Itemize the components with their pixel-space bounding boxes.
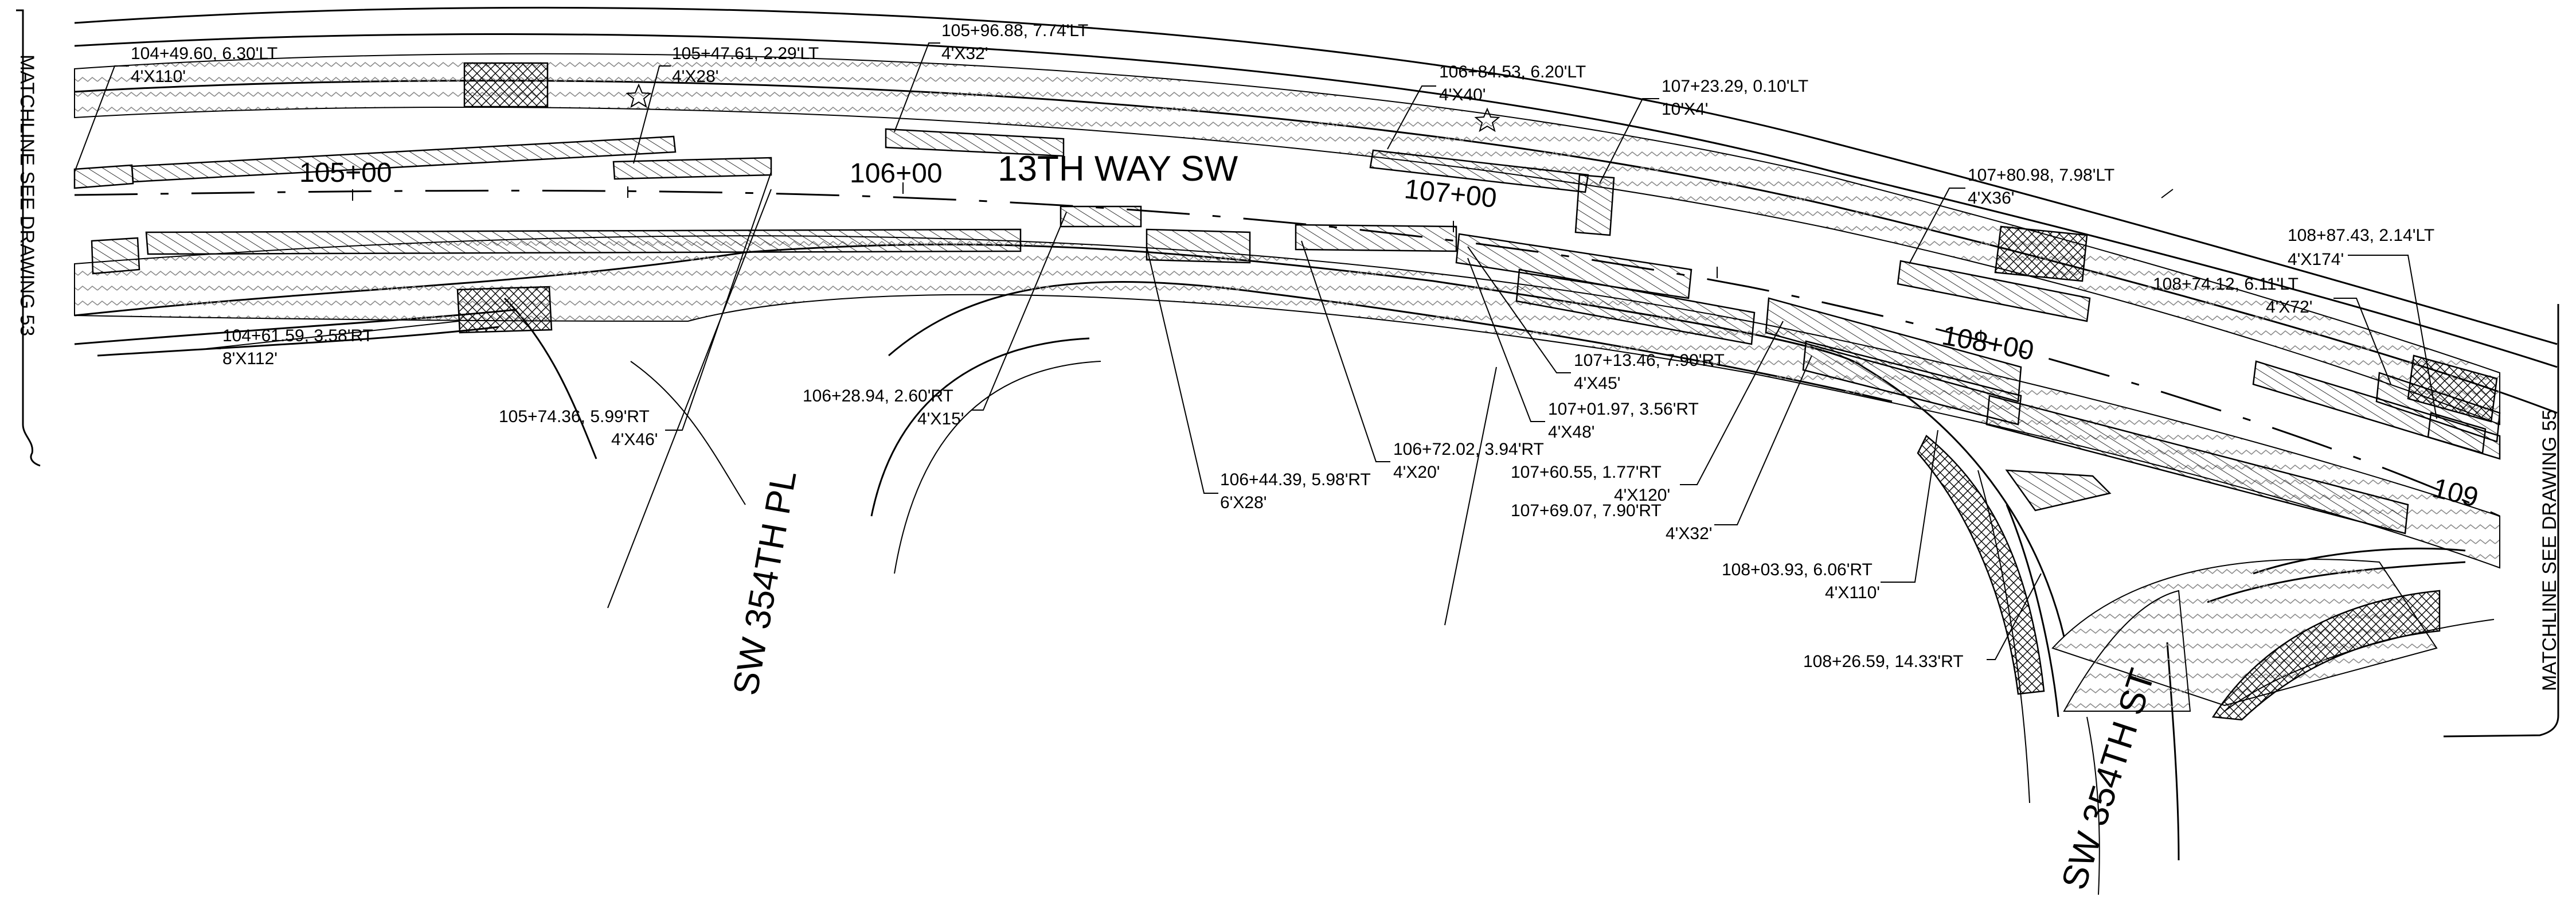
svg-text:4'X110': 4'X110' (131, 67, 186, 86)
crosshatch-panels (456, 62, 2498, 721)
callout: 106+28.94, 2.60'RT 4'X15' (803, 212, 1067, 428)
svg-text:107+01.97, 3.56'RT: 107+01.97, 3.56'RT (1548, 400, 1699, 419)
svg-text:107+80.98, 7.98'LT: 107+80.98, 7.98'LT (1968, 166, 2114, 185)
svg-text:4'X46': 4'X46' (611, 430, 658, 449)
callout: 106+44.39, 5.98'RT 6'X28' (1146, 246, 1371, 512)
svg-text:105+96.88, 7.74'LT: 105+96.88, 7.74'LT (941, 21, 1088, 40)
svg-text:4'X48': 4'X48' (1548, 423, 1595, 442)
callout: 107+69.07, 7.90'RT 4'X32' (1511, 355, 1812, 543)
svg-text:4'X72': 4'X72' (2266, 298, 2313, 317)
svg-text:8'X112': 8'X112' (222, 349, 277, 368)
callout: 108+74.12, 6.11'LT 4'X72' (2153, 275, 2391, 385)
svg-text:4'X174': 4'X174' (2288, 250, 2344, 269)
svg-text:4'X45': 4'X45' (1574, 374, 1621, 393)
svg-text:108+87.43, 2.14'LT: 108+87.43, 2.14'LT (2288, 226, 2434, 245)
callout: 108+26.59, 14.33'RT (1803, 573, 2042, 671)
hatched-panels (73, 128, 2501, 535)
leader-lines (607, 189, 2174, 626)
matchline-left-label: MATCHLINE SEE DRAWING 53 (16, 54, 38, 336)
svg-text:108+03.93, 6.06'RT: 108+03.93, 6.06'RT (1722, 560, 1873, 579)
callout: 104+49.60, 6.30'LT 4'X110' (74, 44, 277, 173)
svg-text:4'X40': 4'X40' (1439, 85, 1486, 104)
svg-text:106+28.94, 2.60'RT: 106+28.94, 2.60'RT (803, 387, 953, 405)
callout: 105+96.88, 7.74'LT 4'X32' (894, 21, 1088, 132)
svg-text:106+72.02, 3.94'RT: 106+72.02, 3.94'RT (1393, 440, 1544, 459)
svg-text:105+74.36, 5.99'RT: 105+74.36, 5.99'RT (499, 407, 650, 426)
svg-text:108+74.12, 6.11'LT: 108+74.12, 6.11'LT (2153, 275, 2299, 294)
svg-text:4'X32': 4'X32' (1666, 524, 1713, 543)
street-name-pl: SW 354TH PL (726, 467, 804, 698)
svg-text:4'X36': 4'X36' (1968, 189, 2015, 208)
svg-text:107+60.55, 1.77'RT: 107+60.55, 1.77'RT (1511, 463, 1662, 482)
svg-text:105+47.61, 2.29'LT: 105+47.61, 2.29'LT (672, 44, 819, 63)
callout: 107+60.55, 1.77'RT 4'X120' (1511, 321, 1784, 505)
svg-text:106+44.39, 5.98'RT: 106+44.39, 5.98'RT (1220, 470, 1371, 489)
callout: 108+87.43, 2.14'LT 4'X174' (2288, 226, 2437, 419)
callout: 106+72.02, 3.94'RT 4'X20' (1301, 240, 1544, 482)
station-label: 106+00 (850, 158, 943, 189)
callout: 106+84.53, 6.20'LT 4'X40' (1387, 63, 1586, 150)
star-markers (626, 83, 1500, 132)
callout: 107+13.46, 7.90'RT 4'X45' (1467, 246, 1725, 393)
svg-text:104+61.59, 3.58'RT: 104+61.59, 3.58'RT (222, 326, 373, 345)
callout: 107+23.29, 0.10'LT 10'X4' (1599, 77, 1808, 184)
callout: 105+74.36, 5.99'RT 4'X46' (499, 171, 772, 449)
station-ticks (352, 182, 1981, 341)
callout: 107+80.98, 7.98'LT 4'X36' (1909, 166, 2114, 264)
svg-text:6'X28': 6'X28' (1220, 493, 1267, 512)
svg-text:107+23.29, 0.10'LT: 107+23.29, 0.10'LT (1662, 77, 1808, 96)
svg-text:4'X15': 4'X15' (917, 410, 964, 428)
matchline-right-label: MATCHLINE SEE DRAWING 55 (2539, 410, 2561, 691)
svg-text:106+84.53, 6.20'LT: 106+84.53, 6.20'LT (1439, 63, 1586, 81)
callout: 104+61.59, 3.58'RT 8'X112' (206, 321, 459, 368)
svg-text:4'X28': 4'X28' (672, 67, 719, 86)
callouts: 104+49.60, 6.30'LT 4'X110' 105+47.61, 2.… (74, 21, 2437, 671)
matchline-left: MATCHLINE SEE DRAWING 53 (16, 9, 41, 467)
street-name-main: 13TH WAY SW (998, 149, 1238, 189)
svg-text:4'X32': 4'X32' (941, 44, 988, 63)
svg-text:108+26.59, 14.33'RT: 108+26.59, 14.33'RT (1803, 652, 1964, 671)
callout: 105+47.61, 2.29'LT 4'X28' (633, 44, 819, 164)
svg-text:4'X20': 4'X20' (1393, 463, 1440, 482)
matchline-right: MATCHLINE SEE DRAWING 55 (2443, 304, 2561, 738)
svg-text:10'X4': 10'X4' (1662, 100, 1709, 119)
svg-text:4'X110': 4'X110' (1825, 583, 1880, 602)
svg-text:107+13.46, 7.90'RT: 107+13.46, 7.90'RT (1574, 351, 1725, 370)
svg-text:107+69.07, 7.90'RT: 107+69.07, 7.90'RT (1511, 501, 1662, 520)
svg-text:104+49.60, 6.30'LT: 104+49.60, 6.30'LT (131, 44, 277, 63)
station-label: 105+00 (299, 158, 392, 188)
callout: 108+03.93, 6.06'RT 4'X110' (1722, 430, 1938, 602)
callout: 107+01.97, 3.56'RT 4'X48' (1467, 258, 1699, 442)
svg-text:4'X120': 4'X120' (1614, 486, 1670, 505)
